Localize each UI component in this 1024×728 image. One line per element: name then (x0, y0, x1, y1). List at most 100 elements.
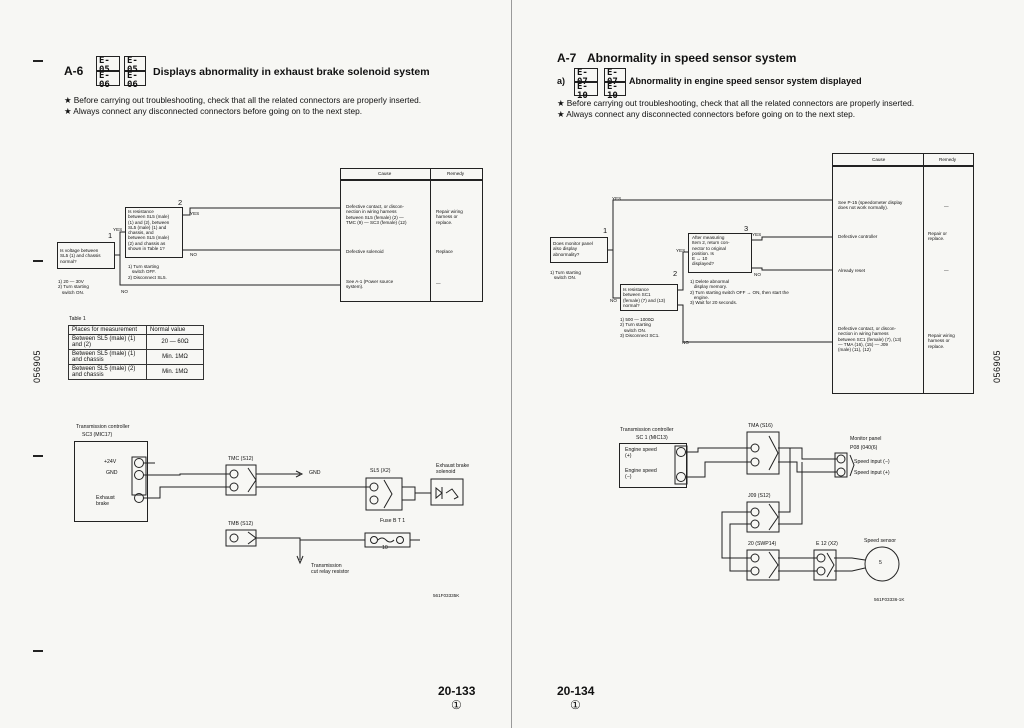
yes-label: YES (113, 227, 123, 232)
pin-2 (369, 482, 379, 492)
pin-1 (816, 553, 826, 563)
sl5-connector: SL5 (X2) (370, 468, 391, 474)
step-1-box (550, 237, 608, 263)
margin-mark (33, 60, 43, 62)
step-3-note: 1) Delete abnormal display memory. 2) Tu… (690, 279, 789, 306)
cause-text: Defective contact, or discon- nection in… (346, 204, 407, 225)
cause-remedy-header (832, 153, 974, 166)
note-line: ★ Before carrying out troubleshooting, c… (64, 95, 422, 105)
yes-label: YES (676, 248, 686, 253)
cause-remedy-body (340, 180, 483, 302)
cause-text: Defective controller (838, 234, 878, 239)
pin-16 (750, 443, 760, 453)
remedy-text: Repair wiring harness or replace. (436, 209, 463, 225)
step-2-box (125, 207, 183, 258)
gnd-terminal: GND (309, 470, 321, 476)
pin-3 (836, 467, 846, 477)
revision-mark: ① (451, 698, 462, 712)
tmc-connector: TMC (S12) (228, 456, 254, 462)
no-label: NO (190, 252, 197, 257)
remedy-header: Remedy (447, 171, 465, 176)
step-2-text: Is resistance between SL5 (male) (1) and… (128, 209, 170, 251)
monitor-label: Monitor panel (850, 436, 882, 442)
step-2-text: Is resistance between SC1 (female) (7) a… (623, 287, 666, 308)
step-1-number: 1 (603, 226, 608, 235)
pin-11 (750, 507, 760, 517)
cause-text: Defective solenoid (346, 249, 384, 254)
step-2-note: 1) 500 — 1000Ω 2) Turn starting switch O… (620, 317, 660, 338)
remedy-text: Repair wiring harness or replace. (928, 333, 955, 349)
remedy-text: — (436, 281, 441, 286)
table-divider (430, 168, 431, 302)
section-title: Displays abnormality in exhaust brake so… (153, 66, 430, 78)
subsection-title: Abnormality in engine speed sensor syste… (629, 76, 862, 86)
remedy-text: Repair or replace. (928, 231, 947, 242)
table-divider (923, 153, 924, 394)
step-3-text: After measuring Item 2, return con- nect… (692, 235, 730, 267)
margin-mark (33, 260, 43, 262)
cause-text: See A-1 (Power source system). (346, 279, 394, 290)
pin-13 (676, 472, 686, 482)
pin-15 (750, 457, 760, 467)
pin-12 (750, 519, 760, 529)
step-1-text: Does monitor panel also display abnormal… (553, 241, 593, 257)
step-2-note: 1) Turn starting switch OFF. 2) Disconne… (128, 264, 167, 280)
pin-1 (229, 533, 239, 543)
tma-connector: TMA (S16) (748, 423, 773, 429)
exhaust-label: Exhaust brake (96, 495, 115, 507)
step-3-box (688, 233, 752, 273)
pin-1 (369, 495, 379, 505)
step-1-number: 1 (108, 231, 113, 240)
table-title: Table 1 (69, 316, 86, 322)
no-label: NO (610, 298, 617, 303)
right-page: A-7 Abnormality in speed sensor system a… (512, 0, 1024, 728)
cause-text: See P-15 (speedometer display does not w… (838, 200, 903, 211)
v24-label: +24V (104, 459, 117, 465)
cause-text: Defective contact, or discon- nection in… (838, 326, 902, 353)
cause-remedy-header (340, 168, 483, 180)
section-title: Abnormality in speed sensor system (587, 51, 797, 65)
resistance-table: Places for measurement Normal value Betw… (68, 325, 204, 380)
table-cell: Between SL5 (male) (2) and chassis (68, 364, 147, 380)
speed-input-minus: Speed input (−) (854, 459, 890, 465)
page-number: 20-134 (557, 684, 595, 698)
step-1-text: Is voltage between SL5 (1) and chassis n… (60, 248, 101, 264)
margin-mark (33, 455, 43, 457)
monitor-connector: P08 (040(6) (850, 445, 878, 451)
note-line: ★ Always connect any disconnected connec… (64, 106, 363, 116)
remedy-text: — (944, 268, 949, 273)
left-page: A-6 E-05 E-06 E-05 E-06 Displays abnorma… (32, 56, 483, 712)
note-line: ★ Before carrying out troubleshooting, c… (557, 98, 915, 108)
controller-connector: SC3 (MIC17) (82, 432, 113, 438)
error-code-icon: E-10 (604, 82, 626, 101)
sensor-label: Speed sensor (864, 538, 897, 544)
step-1-box (57, 242, 115, 269)
yes-label: YES (752, 232, 762, 237)
step-2-number: 2 (673, 269, 678, 278)
table-row: Between SL5 (male) (2) and chassis Min. … (68, 364, 204, 380)
fuse-label: Fuse B T 1 (380, 518, 406, 524)
step-2-box (620, 284, 678, 311)
cause-header: Cause (872, 157, 886, 162)
section-number: A-7 (557, 51, 577, 65)
pin-4 (836, 454, 846, 464)
speed-plus-label: Engine speed (+) (625, 447, 657, 459)
error-code-icon: E-06 (124, 71, 146, 90)
speed-sensor-icon (864, 546, 900, 582)
table-row: Between SL5 (male) (1) and (2) 20 — 60Ω (68, 334, 204, 350)
pin-4 (134, 458, 144, 468)
pin-7 (676, 447, 686, 457)
flow-lines (115, 207, 340, 286)
error-code-icon: E-05 (124, 56, 146, 75)
controller-connector: SC 1 (MIC13) (636, 435, 668, 441)
error-code-icon: E-10 (574, 82, 598, 101)
controller-box (74, 441, 148, 522)
section-number: A-6 (64, 64, 84, 78)
pin-1 (229, 469, 239, 479)
wiring-diagram (674, 431, 900, 582)
step-2-number: 2 (178, 198, 183, 207)
table-cell: Min. 1MΩ (146, 364, 204, 380)
gnd-label: GND (106, 470, 118, 476)
pin-3 (134, 470, 144, 480)
sensor-number: 5 (879, 560, 882, 566)
